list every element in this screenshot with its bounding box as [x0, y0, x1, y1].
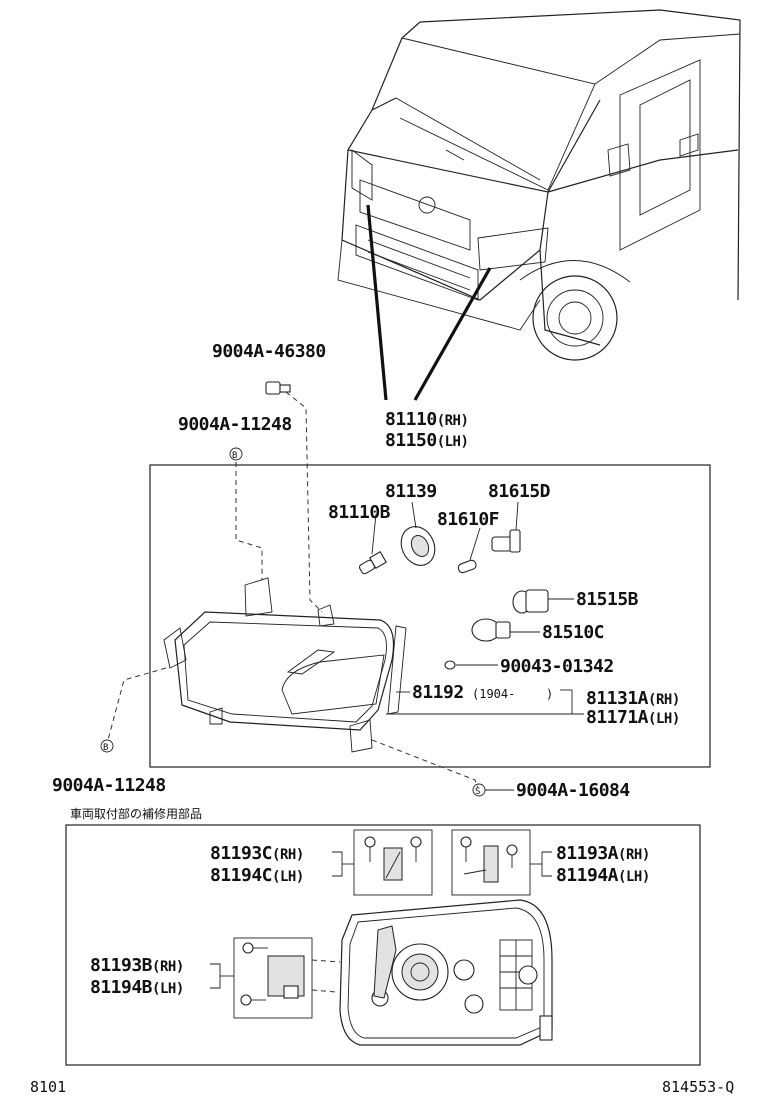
label-81193a-81194a: 81193A(RH) 81194A(LH) — [556, 843, 650, 886]
leader-line-right — [413, 267, 492, 401]
headlamp-assembly-frame — [149, 464, 711, 768]
marker-b-top: B — [229, 447, 243, 461]
bolt-9004a-46380-icon — [265, 381, 291, 395]
socket-81515b-icon — [512, 589, 549, 614]
bracket-kit-c-icon — [353, 829, 433, 896]
svg-text:S: S — [475, 787, 480, 797]
socket-81139-icon — [400, 526, 436, 566]
svg-text:81193B(RH): 81193B(RH) — [90, 955, 184, 976]
svg-text:81193A(RH): 81193A(RH) — [556, 843, 650, 864]
svg-text:81110(RH): 81110(RH) — [385, 409, 468, 430]
svg-text:81131A(RH): 81131A(RH) — [586, 688, 680, 709]
svg-text:81150(LH): 81150(LH) — [385, 430, 468, 451]
label-9004a-11248-top: 9004A-11248 — [178, 414, 292, 435]
headlamp-assembly-label: 81110(RH) 81150(LH) — [385, 409, 469, 451]
label-81139: 81139 — [385, 481, 437, 502]
bulb-81510c-icon — [471, 618, 511, 642]
socket-81615d-icon — [491, 529, 521, 553]
marker-b-bottom: B — [100, 739, 114, 753]
label-lens-81131a-81171a: 81131A(RH) 81171A(LH) — [586, 688, 680, 728]
svg-text:81193C(RH): 81193C(RH) — [210, 843, 304, 864]
leader-line-left — [366, 204, 388, 401]
label-9004a-46380: 9004A-46380 — [212, 341, 326, 362]
footer-left-code: 8101 — [30, 1078, 66, 1096]
seal-strip-81192 — [387, 625, 407, 715]
bulb-81610f-icon — [457, 559, 477, 574]
svg-text:): ) — [546, 687, 553, 701]
label-81515b: 81515B — [576, 589, 639, 610]
grommet-90043-icon — [444, 660, 456, 670]
footer-right-code: 814553-Q — [662, 1078, 734, 1096]
label-81610f: 81610F — [437, 509, 499, 530]
marker-s: S — [472, 783, 486, 797]
svg-text:81194C(LH): 81194C(LH) — [210, 865, 304, 886]
label-81193b-81194b: 81193B(RH) 81194B(LH) — [90, 955, 184, 998]
bracket-kit-a-icon — [451, 829, 531, 896]
vehicle-illustration — [337, 9, 741, 361]
svg-text:81194B(LH): 81194B(LH) — [90, 977, 184, 998]
svg-text:81171A(LH): 81171A(LH) — [586, 707, 680, 728]
svg-text:B: B — [232, 451, 237, 461]
svg-text:81194A(LH): 81194A(LH) — [556, 865, 650, 886]
label-81193c-81194c: 81193C(RH) 81194C(LH) — [210, 843, 304, 886]
repair-parts-frame — [65, 824, 701, 1066]
headlamp-unit — [163, 577, 395, 753]
label-90043-01342: 90043-01342 — [500, 656, 614, 677]
label-9004a-16084: 9004A-16084 — [516, 780, 630, 801]
bulb-81110b-icon — [358, 551, 387, 575]
label-81510c: 81510C — [542, 622, 604, 643]
label-81192-date: (1904- — [472, 687, 515, 701]
bracket-kit-b-icon — [233, 937, 313, 1019]
label-9004a-11248-bottom: 9004A-11248 — [52, 775, 166, 796]
repair-section-title: 車両取付部の補修用部品 — [70, 806, 202, 821]
headlamp-housing-rear — [339, 899, 553, 1046]
label-81192: 81192 — [412, 682, 464, 703]
svg-text:B: B — [103, 743, 108, 753]
label-81110b: 81110B — [328, 502, 391, 523]
label-81615d: 81615D — [488, 481, 551, 502]
